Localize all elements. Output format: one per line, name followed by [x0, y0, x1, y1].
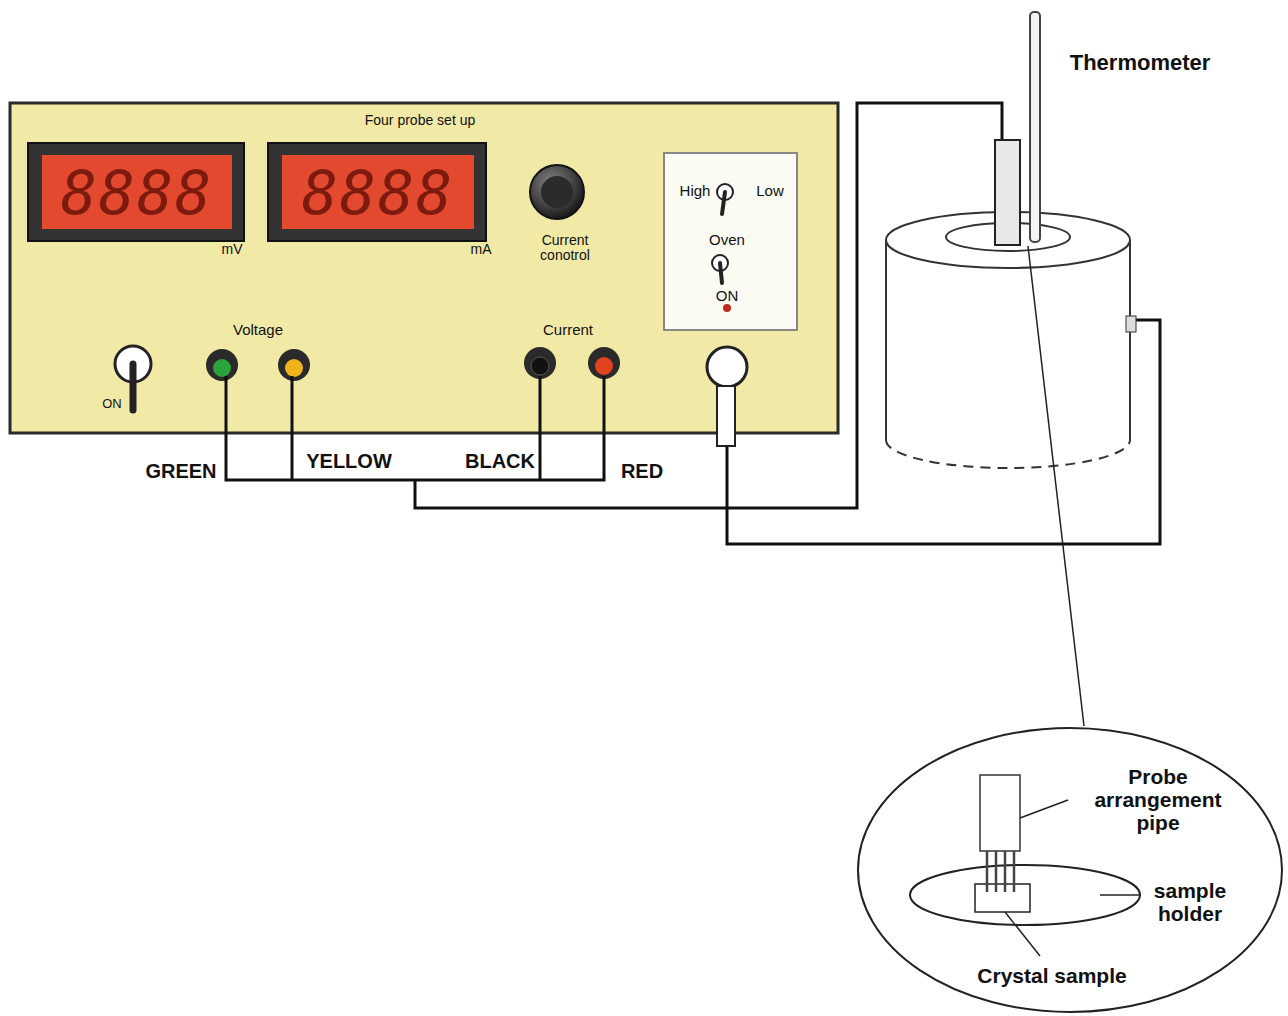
- toggle-lever: [722, 192, 725, 214]
- terminal: [588, 347, 620, 379]
- part-label: BLACK: [465, 450, 535, 472]
- terminal-black: [531, 357, 549, 375]
- oven-sides: [886, 240, 1130, 440]
- oven-fill: [886, 240, 1130, 440]
- thermometer: [1030, 12, 1040, 242]
- display-frame: [268, 143, 486, 241]
- terminal: [524, 347, 556, 379]
- part-label: Voltage: [233, 322, 283, 339]
- node-label: ON: [716, 288, 739, 305]
- part-label: Current conotrol: [530, 233, 600, 264]
- probe-pipe: [980, 775, 1020, 851]
- part-label: ON: [102, 397, 122, 411]
- probe-pins: [987, 851, 1014, 892]
- part-label: mA: [471, 242, 492, 257]
- oven-control-box: [664, 153, 797, 330]
- node-label: High: [680, 183, 711, 200]
- terminal-green: [213, 359, 231, 377]
- indicator-led: [723, 304, 731, 312]
- zoom-circle: Probe arrangement pipe sample holderCryst…: [858, 728, 1282, 1012]
- oven-control-box: High LowOvenON: [664, 153, 797, 330]
- oven-socket: [707, 347, 747, 387]
- node-label: sample holder: [1140, 879, 1240, 925]
- front-panel: [10, 103, 838, 433]
- part-label: RED: [621, 460, 663, 482]
- part-label: mV: [222, 242, 243, 257]
- node-label: 8888: [61, 160, 214, 226]
- oven-base: [886, 440, 1130, 468]
- display-ma: 8888: [282, 155, 474, 229]
- socket-plug: [717, 386, 735, 446]
- node-label: Probe arrangement pipe: [1073, 765, 1243, 834]
- zoom-circle: [858, 728, 1282, 1012]
- display-screen: [282, 155, 474, 229]
- part-label: Thermometer: [1070, 51, 1211, 75]
- node-label: Oven: [709, 232, 745, 249]
- toggle-lever: [720, 263, 722, 283]
- oven-connector: [1126, 316, 1136, 332]
- node-label: 8888: [302, 160, 455, 226]
- display-frame: [28, 143, 244, 241]
- display-screen: [42, 155, 232, 229]
- leader-lines: [1005, 800, 1140, 956]
- front-panel: Four probe set up 8888 8888 High LowOvenON: [10, 103, 838, 433]
- leader-line: [1028, 246, 1084, 726]
- node-label: Low: [756, 183, 784, 200]
- knob-cap: [541, 176, 573, 208]
- sample-holder: [910, 865, 1140, 925]
- wires: [226, 103, 1160, 544]
- node-label: Crystal sample: [977, 964, 1126, 987]
- part-label: YELLOW: [306, 450, 392, 472]
- terminal: [278, 349, 310, 381]
- probe-tube: [995, 140, 1020, 245]
- node-label: Four probe set up: [365, 113, 476, 128]
- control-knob: [530, 165, 584, 219]
- display-mv: 8888: [42, 155, 232, 229]
- oven-body: [886, 240, 1130, 440]
- crystal-sample: [975, 884, 1030, 912]
- part-label: Current: [543, 322, 593, 339]
- terminal-yellow: [285, 359, 303, 377]
- terminal: [206, 349, 238, 381]
- part-label: GREEN: [145, 460, 216, 482]
- terminal-red: [595, 357, 613, 375]
- switch-lever: [130, 364, 137, 410]
